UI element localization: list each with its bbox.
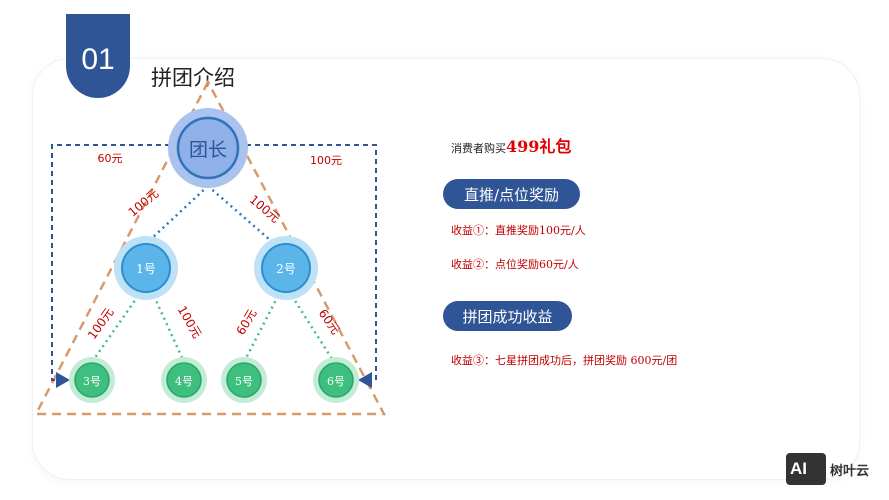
consumer-package-highlight: 499礼包	[506, 137, 572, 156]
right-return-label: 100元	[310, 154, 342, 167]
node-3: 3号	[69, 357, 115, 403]
page-title: 拼团介绍	[151, 66, 235, 90]
node-5-label: 5号	[235, 375, 253, 388]
section-group-success-title: 拼团成功收益	[462, 307, 553, 326]
node-5: 5号	[221, 357, 267, 403]
consumer-prefix: 消费者购买	[451, 142, 506, 155]
node-6-label: 6号	[327, 375, 345, 388]
leader-node: 团长	[168, 108, 248, 188]
section-number: 01	[81, 43, 115, 76]
section-direct-reward-pill: 直推/点位奖励	[443, 179, 580, 209]
right-return-arrow	[246, 144, 377, 388]
benefit-2: 收益②：点位奖励60元/人	[451, 258, 579, 271]
edge-leader-2	[207, 185, 271, 241]
leader-label: 团长	[189, 139, 227, 161]
node-1-label: 1号	[136, 262, 156, 276]
edge-2-6	[290, 295, 336, 363]
node-4-label: 4号	[175, 375, 193, 388]
brand-name: 树叶云	[830, 463, 870, 479]
node-6: 6号	[313, 357, 359, 403]
edge-2-5	[242, 295, 280, 363]
node-2: 2号	[254, 236, 318, 300]
left-return-arrow	[51, 144, 170, 388]
edge-leader-1	[149, 185, 209, 241]
edge-leader-1-label: 100元	[126, 186, 162, 219]
edge-2-5-label: 60元	[234, 307, 260, 338]
edge-1-4	[152, 295, 186, 363]
node-2-label: 2号	[276, 262, 296, 276]
edge-2-6-label: 60元	[316, 307, 343, 337]
node-1: 1号	[114, 236, 178, 300]
node-4: 4号	[161, 357, 207, 403]
section-group-success-pill: 拼团成功收益	[443, 301, 572, 331]
edge-1-4-label: 100元	[175, 303, 205, 340]
edge-1-3	[90, 295, 140, 363]
section-number-tab: 01	[66, 14, 130, 98]
ai-logo-icon: AI	[786, 453, 826, 485]
node-3-label: 3号	[83, 375, 101, 388]
section-direct-reward-title: 直推/点位奖励	[463, 185, 560, 204]
consumer-purchase-line: 消费者购买499礼包	[451, 133, 571, 157]
benefit-3: 收益③：七星拼团成功后，拼团奖励 600元/团	[451, 354, 678, 367]
left-return-label: 60元	[98, 152, 123, 165]
edge-leader-2-label: 100元	[247, 192, 283, 225]
watermark-logo: AI 树叶云	[786, 453, 869, 485]
benefit-1: 收益①：直推奖励100元/人	[451, 224, 586, 237]
